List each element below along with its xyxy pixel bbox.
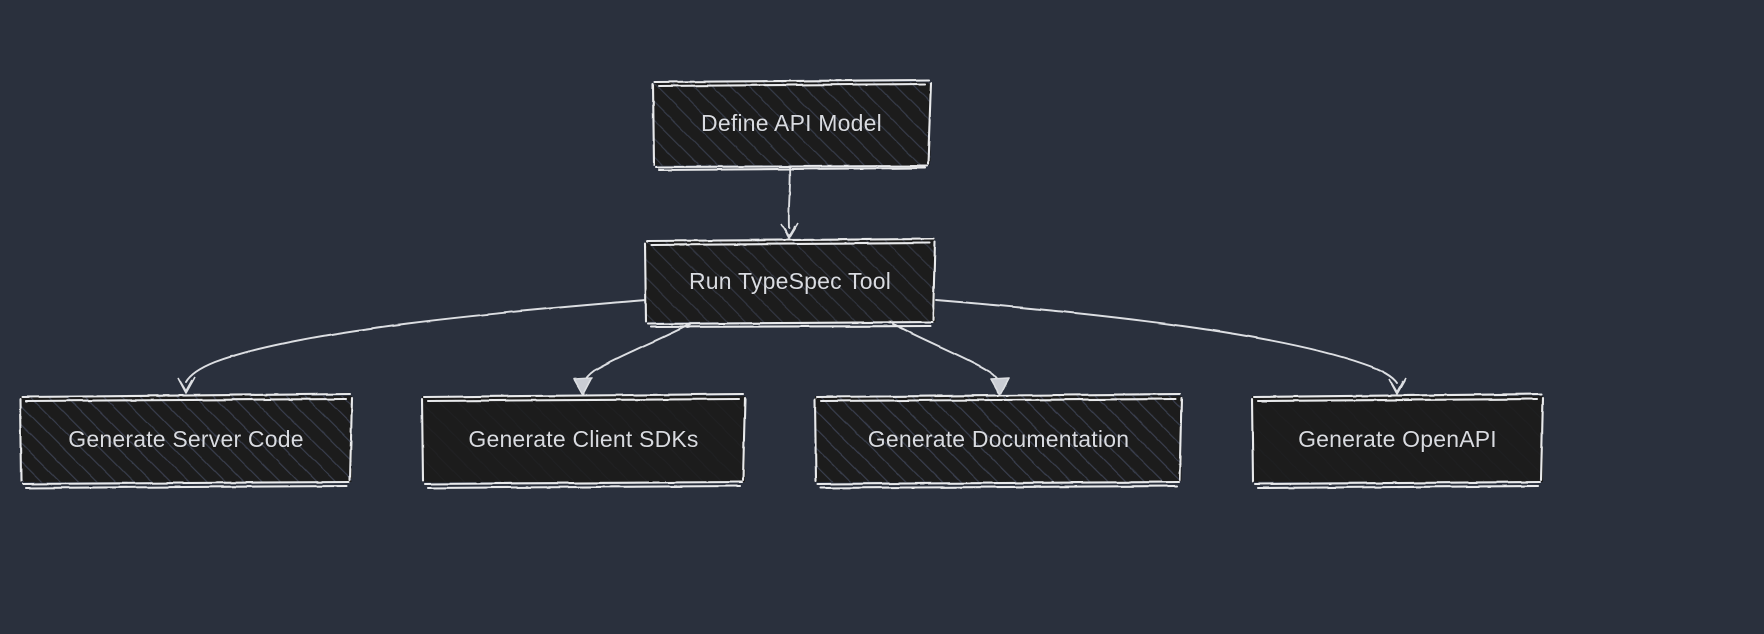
node-run-typespec-tool[interactable] <box>643 237 937 329</box>
node-generate-openapi[interactable] <box>1250 392 1545 490</box>
edge-run-to-docs <box>892 323 1001 386</box>
node-define-api-model[interactable] <box>651 78 933 172</box>
arrowhead-icon-run-to-sdks <box>573 377 593 396</box>
arrowhead-layer <box>177 222 1407 396</box>
node-generate-client-sdks[interactable] <box>420 392 747 490</box>
node-layer <box>18 78 1545 490</box>
edge-run-to-server <box>185 299 647 383</box>
arrowhead-icon-run-to-docs <box>990 377 1010 396</box>
edge-define-to-run <box>787 165 792 229</box>
edge-run-to-sdks <box>582 323 691 386</box>
node-generate-server-code[interactable] <box>18 392 354 490</box>
arrowhead-icon-define-to-run <box>780 222 799 239</box>
node-generate-documentation[interactable] <box>813 392 1184 490</box>
edge-run-to-openapi <box>935 299 1398 384</box>
arrowhead-icon-run-to-server <box>177 376 196 394</box>
arrowhead-icon-run-to-openapi <box>1388 377 1407 395</box>
